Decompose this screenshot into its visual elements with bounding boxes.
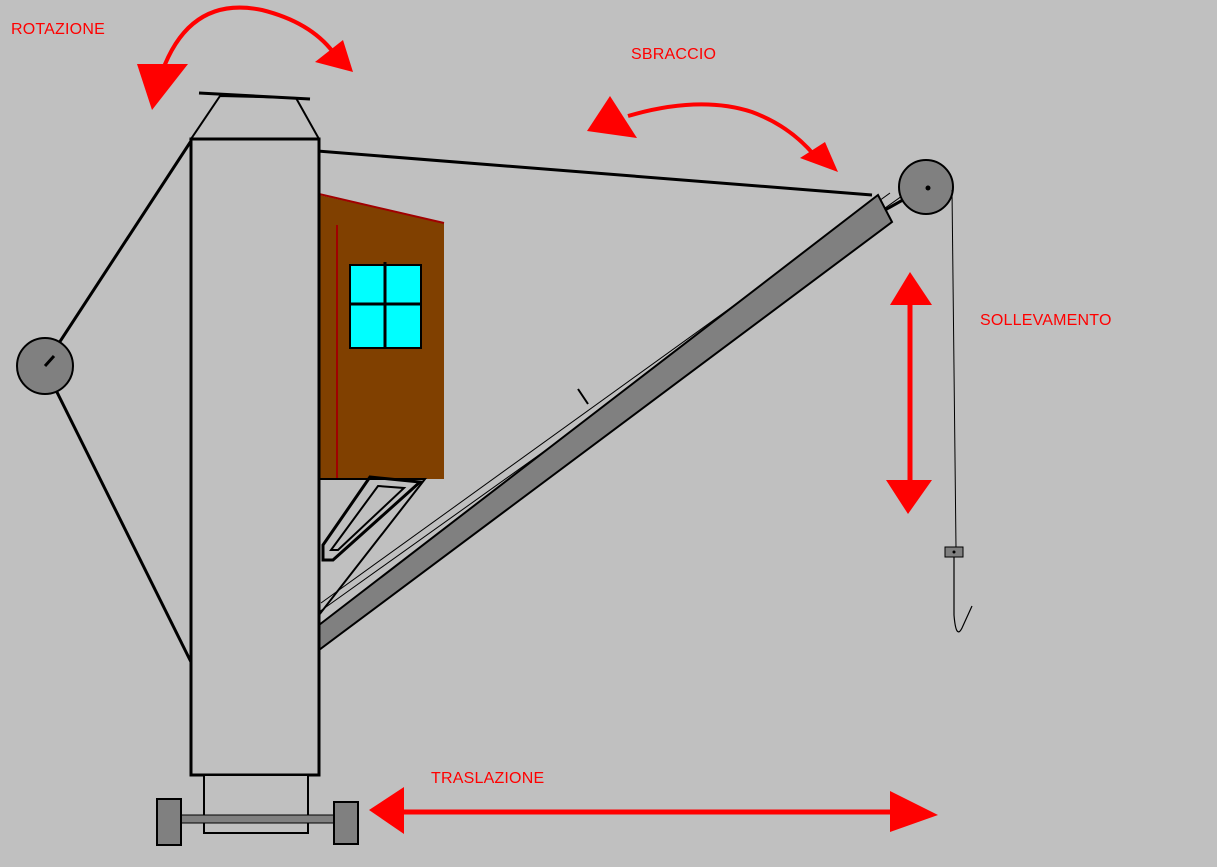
tip-pulley-hub (925, 185, 931, 191)
right-wheel (333, 801, 359, 845)
rotation-head (189, 91, 321, 140)
hoist-cable (951, 189, 957, 549)
axle (174, 814, 338, 824)
travel-arrowhead-left (369, 787, 404, 834)
rear-upper-tie (42, 140, 193, 367)
lifting-arrowhead-down (886, 480, 932, 514)
rotation-head-body (189, 94, 321, 140)
lifting-label: SOLLEVAMENTO (980, 312, 1112, 329)
motion-arrows (137, 5, 938, 834)
boom-mark (577, 388, 589, 405)
hoist-assembly (944, 189, 973, 633)
reach-label: SBRACCIO (631, 46, 717, 63)
rotation-head-plate (198, 91, 311, 101)
hook (953, 557, 973, 633)
operator-cabin (318, 193, 445, 479)
ladder-inner (329, 484, 407, 551)
rotation-arrowhead-right (315, 40, 353, 72)
rotation-label: ROTAZIONE (11, 21, 105, 38)
trolley-frame (203, 774, 309, 834)
rear-pulley-assembly (16, 140, 193, 663)
ladder-outer (321, 475, 424, 562)
cabin-roof-edge (318, 193, 445, 224)
base-trolley (156, 774, 359, 846)
mast (189, 137, 321, 777)
rear-pulley-spoke (43, 354, 56, 368)
reach-arrowhead-right (800, 142, 838, 172)
rotation-arrowhead-left (137, 64, 188, 110)
rear-lower-tie (42, 365, 193, 663)
reach-arrow-curve (627, 102, 817, 158)
left-wheel (156, 798, 182, 846)
travel-arrowhead-right (890, 791, 938, 832)
travel-label: TRASLAZIONE (431, 770, 545, 787)
hook-block-pin (952, 550, 956, 554)
tip-pulley-assembly (884, 159, 954, 215)
reach-arrowhead-left (587, 96, 637, 138)
lower-frame (318, 475, 428, 618)
rotation-arrow-curve (160, 5, 335, 73)
lifting-arrowhead-up (890, 272, 932, 305)
